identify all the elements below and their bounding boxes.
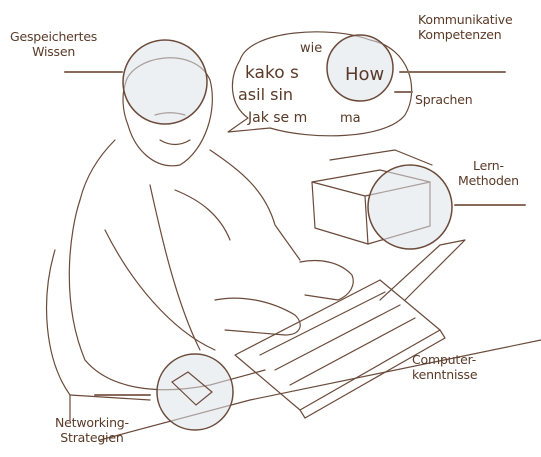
label-communication: Kommunikative Kompetenzen bbox=[418, 12, 512, 42]
person-arm-right bbox=[300, 261, 353, 300]
label-networking-line2: Strategien bbox=[55, 430, 129, 445]
label-languages: Sprachen bbox=[415, 92, 472, 107]
person-arm-left bbox=[215, 298, 300, 335]
lens-networking bbox=[157, 354, 233, 430]
speech-text-2: kako s bbox=[245, 63, 299, 83]
label-learning-methods-line2: Methoden bbox=[458, 173, 519, 188]
speech-text-6: ma bbox=[340, 111, 361, 126]
speech-text-5: Jak se m bbox=[247, 110, 307, 126]
lens-learning bbox=[368, 165, 452, 249]
label-knowledge: Gespeichertes Wissen bbox=[10, 29, 97, 59]
label-networking: Networking- Strategien bbox=[55, 415, 129, 445]
label-communication-line1: Kommunikative bbox=[418, 12, 512, 27]
label-languages-line1: Sprachen bbox=[415, 92, 472, 107]
label-knowledge-line1: Gespeichertes bbox=[10, 29, 97, 44]
lens-knowledge bbox=[123, 40, 207, 124]
label-networking-line1: Networking- bbox=[55, 415, 129, 430]
label-learning-methods-line1: Lern- bbox=[458, 158, 519, 173]
label-knowledge-line2: Wissen bbox=[10, 44, 97, 59]
speech-text-1: wie bbox=[300, 41, 322, 56]
speech-text-3: How bbox=[345, 64, 384, 85]
label-computer-skills-line1: Computer- bbox=[412, 352, 477, 367]
label-learning-methods: Lern- Methoden bbox=[458, 158, 519, 188]
chair bbox=[47, 250, 150, 400]
person-body bbox=[69, 200, 265, 390]
label-communication-line2: Kompetenzen bbox=[418, 27, 512, 42]
speech-text-4: asil sin bbox=[238, 85, 293, 104]
label-computer-skills-line2: kenntnisse bbox=[412, 367, 477, 382]
label-computer-skills: Computer- kenntnisse bbox=[412, 352, 477, 382]
